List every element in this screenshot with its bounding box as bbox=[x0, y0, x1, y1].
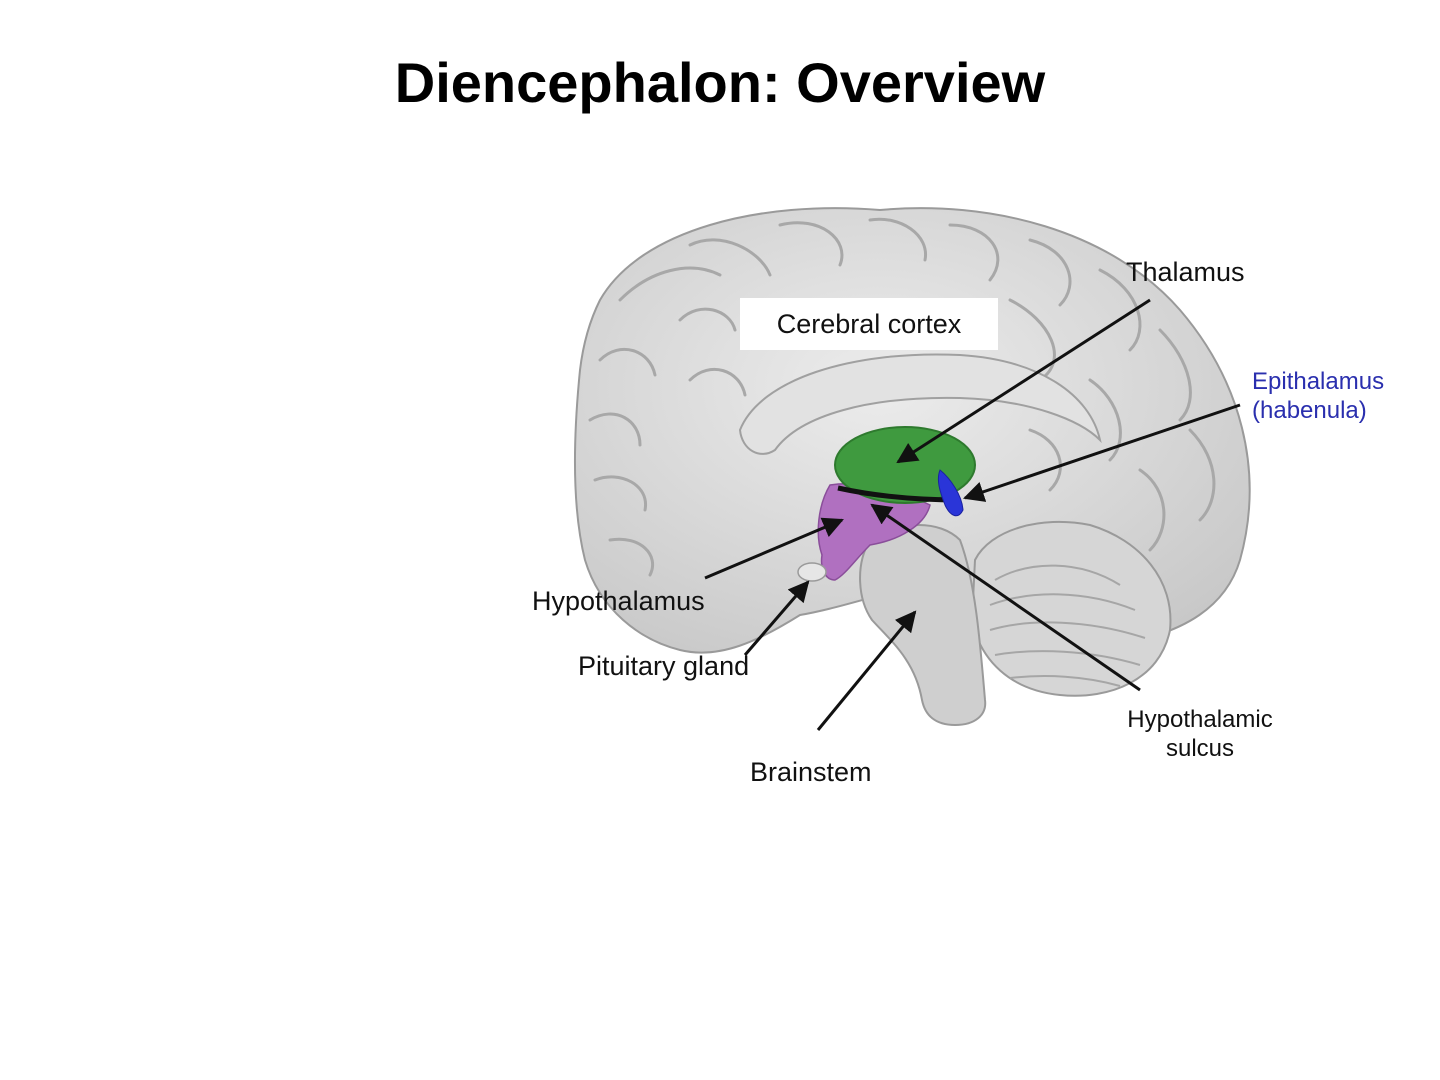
epithalamus-arrow bbox=[963, 403, 1241, 502]
brainstem bbox=[859, 524, 987, 727]
slide-title: Diencephalon: Overview bbox=[394, 51, 1046, 114]
hypothalamus-arrow bbox=[704, 517, 844, 580]
hypothalamic-sulcus-label: Hypothalamic sulcus bbox=[1112, 706, 1288, 764]
brainstem-label: Brainstem bbox=[750, 757, 872, 787]
hypothalamus-label: Hypothalamus bbox=[532, 586, 705, 616]
hypothalamic-sulcus-label-line1: Hypothalamic bbox=[1127, 706, 1273, 733]
thalamus-arrow bbox=[896, 298, 1151, 464]
hypothalamic-sulcus-label-line2: sulcus bbox=[1165, 734, 1235, 762]
epithalamus-label-line2: (habenula) bbox=[1252, 396, 1367, 424]
leader-arrows bbox=[704, 298, 1241, 731]
cerebellum bbox=[970, 521, 1172, 697]
brainstem-arrow bbox=[816, 610, 917, 731]
pituitary-arrow bbox=[743, 580, 810, 656]
epithalamus-label-line1: Epithalamus bbox=[1252, 368, 1385, 395]
thalamus-label: Thalamus bbox=[1126, 257, 1245, 287]
pituitary-gland-label: Pituitary gland bbox=[578, 651, 750, 681]
pituitary-gland bbox=[797, 562, 827, 582]
cerebral-cortex-label: Cerebral cortex bbox=[776, 308, 962, 339]
epithalamus-label: Epithalamus (habenula) bbox=[1252, 368, 1384, 426]
corpus-callosum bbox=[738, 353, 1102, 455]
sulcus-arrow bbox=[870, 503, 1141, 692]
cerebral-cortex-box: Cerebral cortex bbox=[740, 298, 998, 350]
gyri bbox=[588, 217, 1216, 577]
epithalamus-region bbox=[937, 469, 964, 517]
